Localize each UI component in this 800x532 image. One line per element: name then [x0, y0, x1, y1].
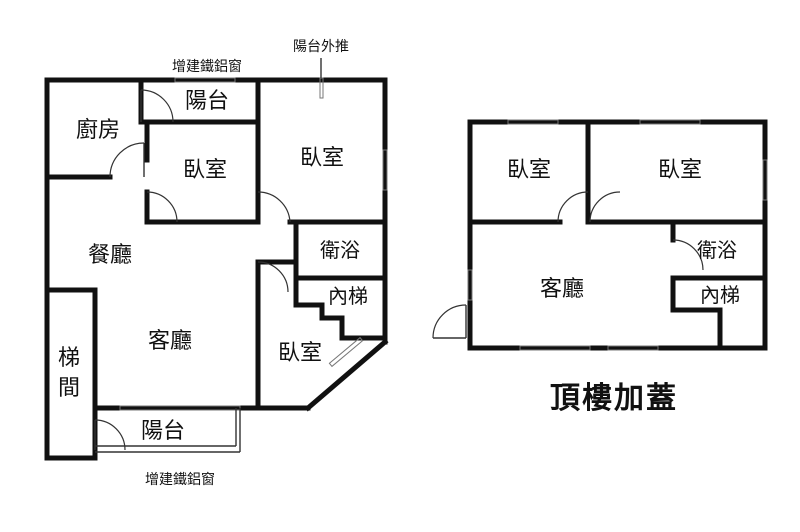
room-dining: 餐廳 — [88, 243, 132, 268]
room-bedroom-3: 臥室 — [278, 341, 322, 366]
room-bedroom-1: 臥室 — [183, 158, 227, 183]
roof-floor-windows — [467, 119, 768, 351]
roof-room-bedroom-1: 臥室 — [507, 158, 551, 183]
roof-room-bedroom-2: 臥室 — [658, 158, 702, 183]
roof-room-bath: 衛浴 — [697, 238, 737, 262]
main-floor: 增建鐵鋁窗 陽台外推 廚房 陽台 臥室 臥室 餐廳 衛浴 內梯 客廳 臥室 梯 … — [44, 39, 389, 488]
roof-title: 頂樓加蓋 — [550, 381, 678, 416]
roof-floor-walls — [467, 119, 768, 351]
note-window-top: 增建鐵鋁窗 — [172, 58, 242, 75]
room-living: 客廳 — [148, 329, 192, 354]
note-window-bottom: 增建鐵鋁窗 — [145, 471, 215, 488]
room-bath: 衛浴 — [320, 238, 360, 262]
note-balcony-push: 陽台外推 — [293, 39, 349, 55]
room-stair-hall-2: 間 — [58, 376, 80, 401]
roof-floor-doors — [432, 191, 704, 339]
room-stair-hall-1: 梯 — [58, 346, 80, 371]
roof-room-stair-inner: 內梯 — [700, 283, 740, 307]
roof-floor: 臥室 臥室 衛浴 客廳 內梯 頂樓加蓋 — [432, 119, 768, 416]
room-kitchen: 廚房 — [76, 118, 120, 143]
room-balcony-top: 陽台 — [185, 89, 229, 114]
room-stair-inner: 內梯 — [328, 284, 368, 308]
room-bedroom-2: 臥室 — [300, 146, 344, 171]
main-floor-windows — [95, 77, 388, 453]
room-balcony-bottom: 陽台 — [141, 419, 185, 444]
roof-room-living: 客廳 — [540, 277, 584, 302]
main-floor-doors — [94, 89, 291, 451]
main-floor-labels: 增建鐵鋁窗 陽台外推 廚房 陽台 臥室 臥室 餐廳 衛浴 內梯 客廳 臥室 梯 … — [58, 39, 368, 488]
roof-floor-labels: 臥室 臥室 衛浴 客廳 內梯 頂樓加蓋 — [507, 158, 740, 416]
